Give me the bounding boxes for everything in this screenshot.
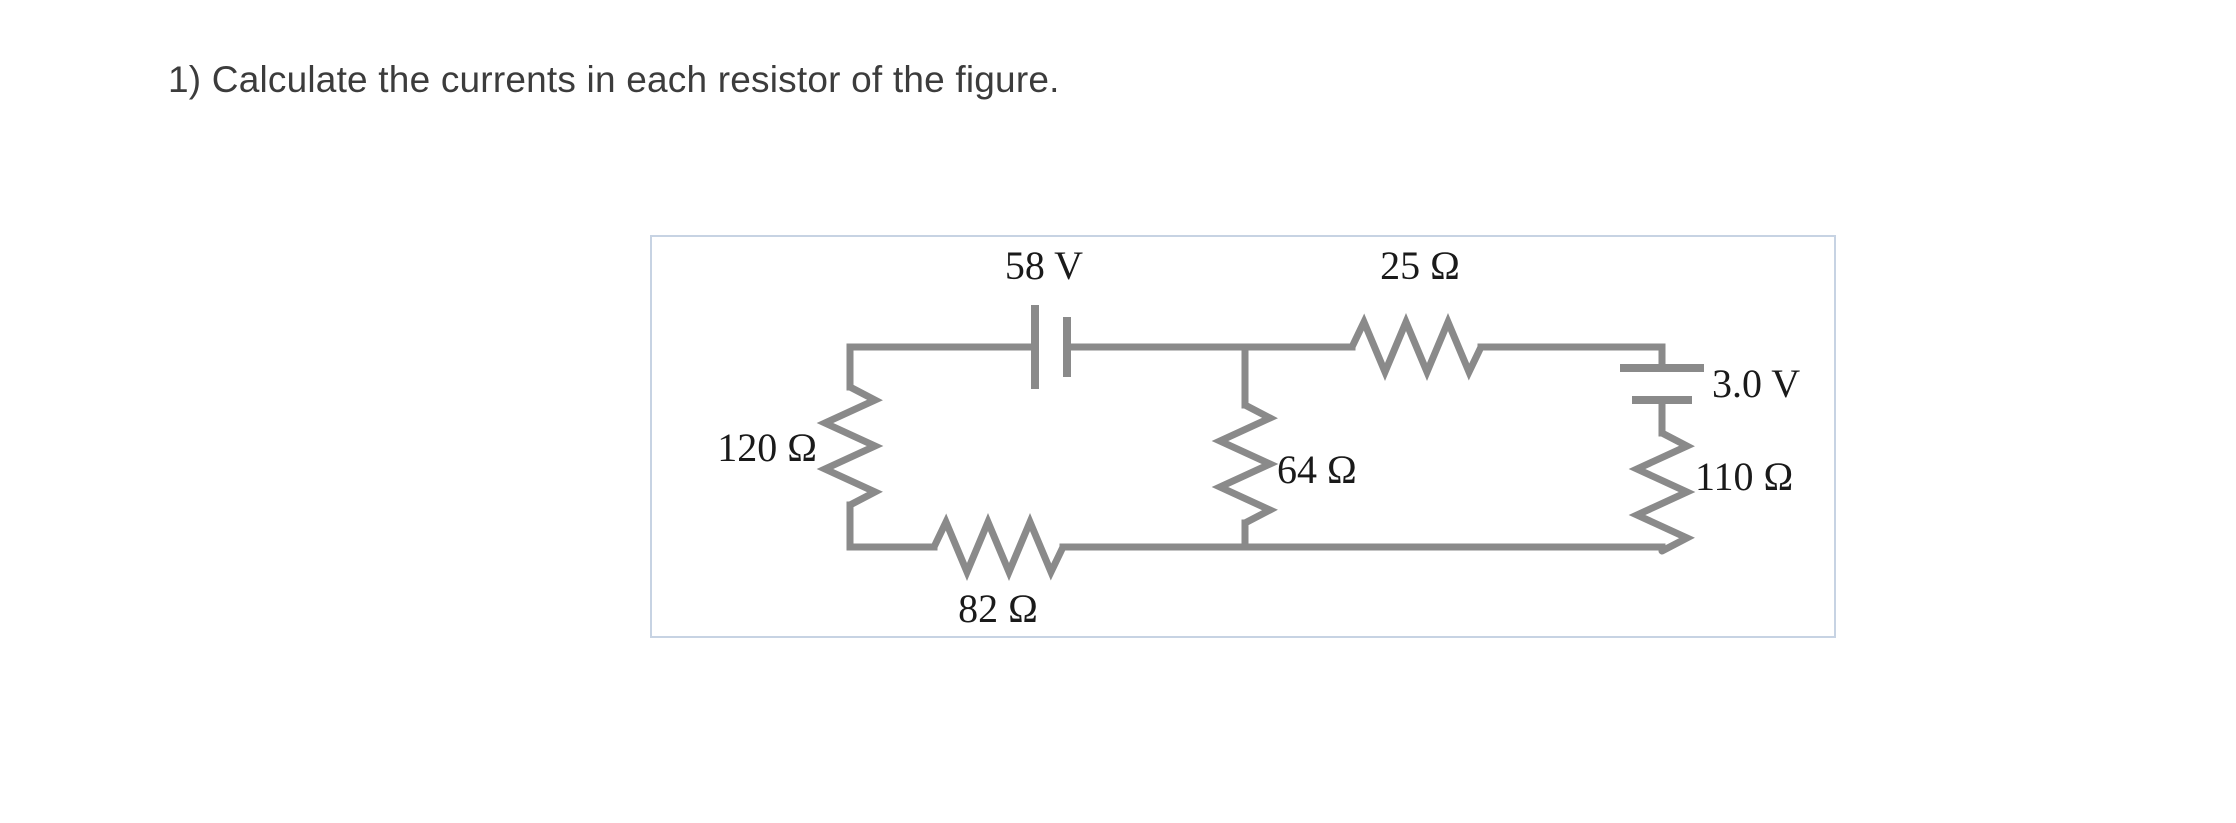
resistor-25-symbol (1348, 312, 1485, 382)
label-resistor-82: 82 Ω (958, 586, 1038, 631)
resistor-110-symbol (1628, 429, 1696, 555)
resistor-82-symbol (930, 512, 1067, 582)
page-title: 1) Calculate the currents in each resist… (168, 59, 1060, 100)
label-resistor-120: 120 Ω (717, 425, 817, 470)
resistor-120-symbol (816, 383, 884, 509)
resistor-64-symbol (1211, 401, 1279, 527)
label-source-3v: 3.0 V (1712, 361, 1800, 406)
circuit-figure-container: 58 V 25 Ω 3.0 V 110 Ω 64 Ω 120 Ω 82 Ω (650, 235, 1836, 638)
label-resistor-64: 64 Ω (1277, 447, 1357, 492)
circuit-diagram: 58 V 25 Ω 3.0 V 110 Ω 64 Ω 120 Ω 82 Ω (717, 243, 1800, 631)
label-source-58v: 58 V (1005, 243, 1083, 288)
label-resistor-110: 110 Ω (1695, 454, 1793, 499)
label-resistor-25: 25 Ω (1380, 243, 1460, 288)
